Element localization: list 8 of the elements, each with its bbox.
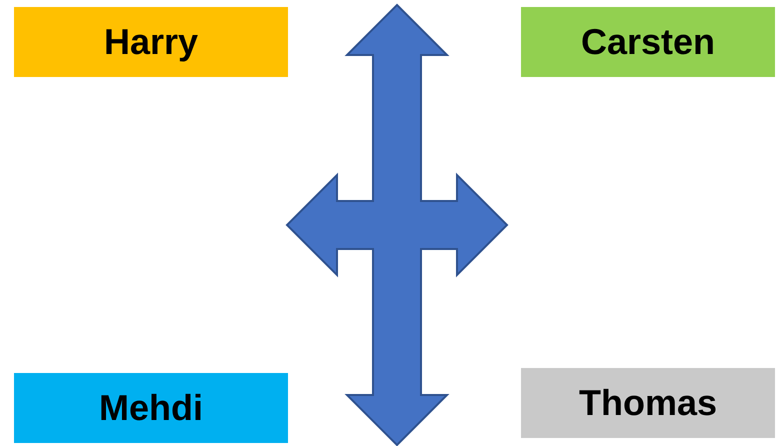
person-name: Carsten <box>580 21 716 63</box>
name-box <box>14 7 288 77</box>
person-name: Harry <box>104 21 198 63</box>
person-name: Mehdi <box>99 387 203 429</box>
person-name: Thomas <box>578 382 718 424</box>
name-box <box>521 368 775 438</box>
name-box <box>14 373 288 443</box>
name-box <box>521 7 775 77</box>
